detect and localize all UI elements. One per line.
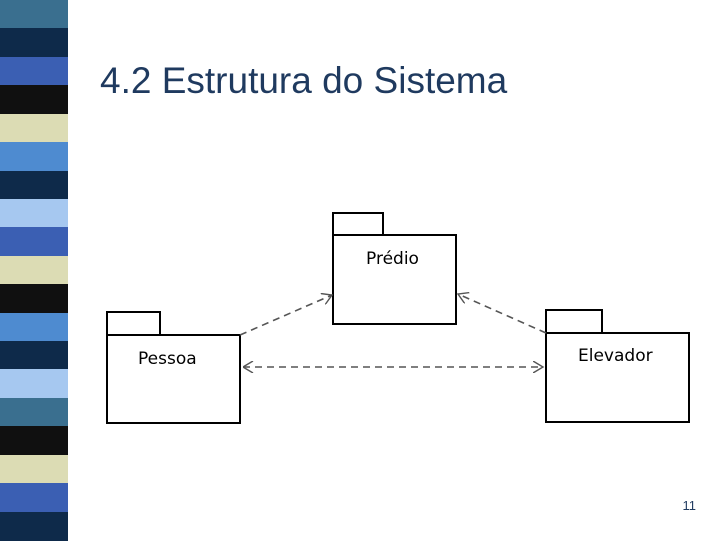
stripe-segment — [0, 511, 68, 541]
stripe-segment — [0, 56, 68, 87]
stripe-segment — [0, 369, 68, 399]
stripe-segment — [0, 341, 68, 371]
package-pessoa[interactable]: Pessoa — [106, 311, 241, 424]
stripe-segment — [0, 397, 68, 428]
stripe-segment — [0, 227, 68, 257]
stripe-segment — [0, 28, 68, 58]
package-predio[interactable]: Prédio — [332, 212, 457, 325]
dependency-elevador-predio — [458, 294, 547, 334]
package-elevador[interactable]: Elevador — [545, 309, 690, 423]
page-number: 11 — [682, 498, 697, 513]
package-pessoa-label: Pessoa — [138, 349, 197, 369]
package-elevador-label: Elevador — [578, 346, 653, 366]
package-pessoa-body — [106, 334, 241, 424]
stripe-segment — [0, 0, 68, 30]
dependency-pessoa-predio — [239, 295, 332, 336]
stripe-segment — [0, 483, 68, 513]
stripe-segment — [0, 142, 68, 172]
package-predio-body — [332, 234, 457, 325]
package-pessoa-tab — [106, 311, 161, 336]
stripe-segment — [0, 426, 68, 456]
stripe-segment — [0, 312, 68, 343]
slide-title: 4.2 Estrutura do Sistema — [100, 60, 508, 101]
package-predio-label: Prédio — [366, 249, 419, 269]
package-predio-tab — [332, 212, 384, 236]
package-elevador-body — [545, 332, 690, 423]
stripe-segment — [0, 255, 68, 286]
stripe-segment — [0, 85, 68, 115]
stripe-segment — [0, 198, 68, 229]
stripe-segment — [0, 284, 68, 314]
stripe-segment — [0, 113, 68, 144]
package-elevador-tab — [545, 309, 603, 334]
stripe-segment — [0, 170, 68, 200]
decorative-stripe — [0, 0, 68, 541]
stripe-segment — [0, 454, 68, 485]
